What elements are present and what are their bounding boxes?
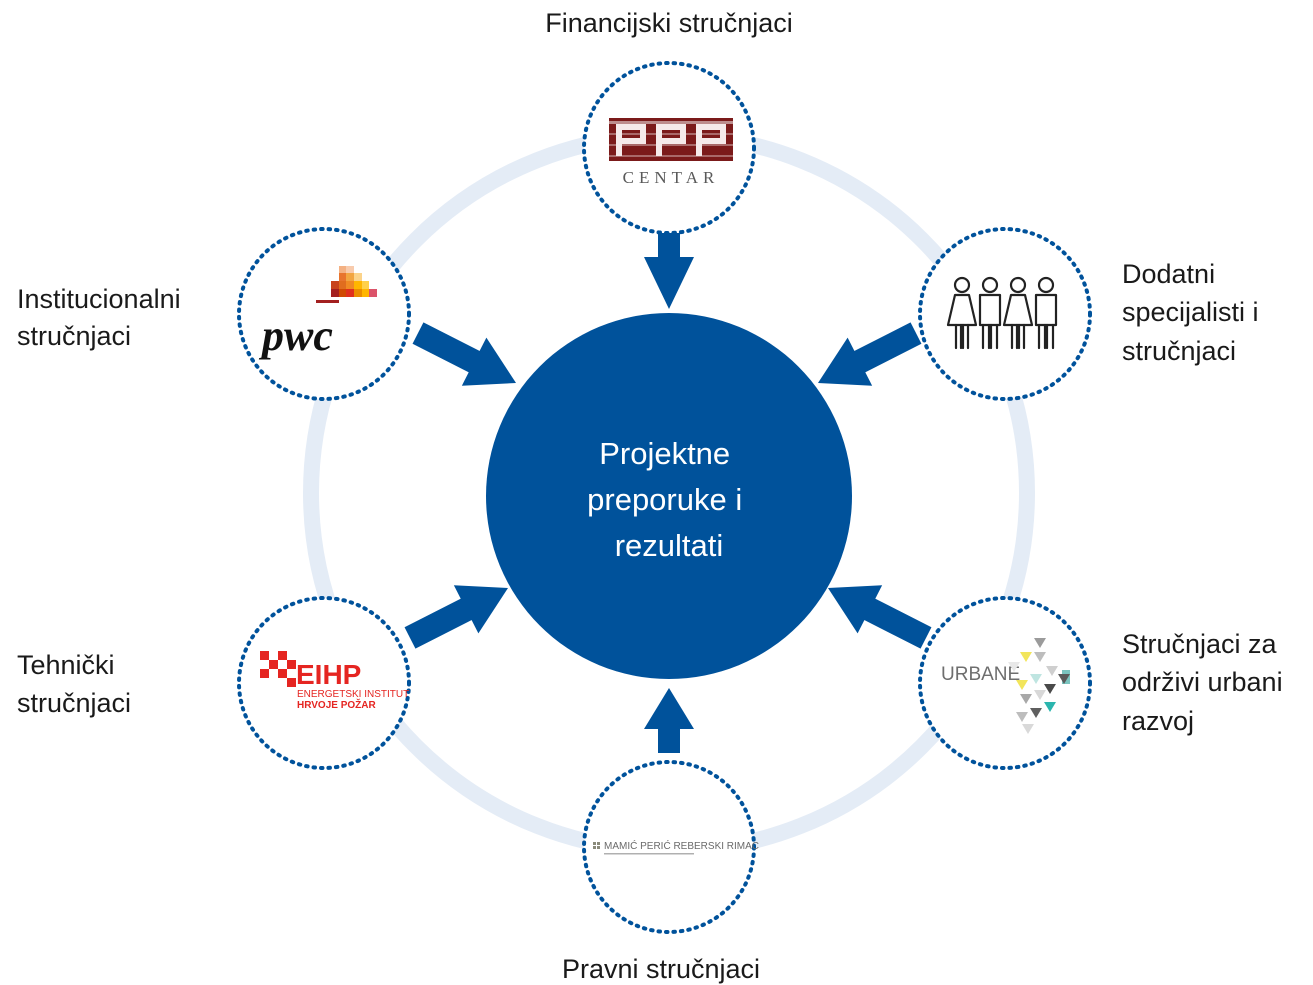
label-upper-right-1: Dodatni (1122, 259, 1215, 289)
label-lower-right-1: Stručnjaci za (1122, 629, 1278, 659)
node-bottom: MAMIĆ PERIĆ REBERSKI RIMAC (582, 760, 759, 934)
label-lower-left-1: Tehnički (17, 650, 115, 680)
label-top: Financijski stručnjaci (545, 8, 793, 38)
arrows (404, 233, 932, 753)
mprr-text: MAMIĆ PERIĆ REBERSKI RIMAC (604, 839, 759, 852)
eihp-sub-2: HRVOJE POŽAR (297, 698, 376, 711)
ppp-centar-logo: CENTAR (609, 118, 733, 187)
mprr-logo: MAMIĆ PERIĆ REBERSKI RIMAC (593, 839, 759, 855)
urbane-text: URBANE (941, 664, 1020, 685)
node-top: CENTAR (582, 61, 756, 235)
svg-text:Tehnički stručnjaci: Tehnički stručnjaci (17, 650, 131, 718)
svg-text:Pravni stručnjaci: Pravni stručnjaci (562, 954, 760, 984)
node-upper-right (918, 227, 1092, 401)
label-lower-right-2: održivi urbani (1122, 667, 1283, 697)
ppp-centar-text: CENTAR (623, 168, 720, 187)
arrow-lower-left (404, 585, 509, 649)
svg-text:Projektne preporuke i: Projektne preporuke i rezultati (587, 436, 751, 563)
arrow-upper-left (412, 322, 517, 386)
label-lower-left-2: stručnjaci (17, 688, 131, 718)
label-bottom: Pravni stručnjaci (562, 954, 760, 984)
svg-text:Institucionalni stručnjaci: Institucionalni stručnjaci (17, 284, 188, 351)
arrow-bottom (644, 688, 694, 753)
arrow-upper-right (817, 322, 922, 386)
node-lower-right: URBANE (918, 596, 1092, 770)
arrow-lower-right (827, 585, 932, 649)
urbane-logo: URBANE (941, 638, 1070, 734)
label-upper-left-1: Institucionalni (17, 284, 181, 314)
svg-text:Dodatni specijalisti i: Dodatni specijalisti i stručnjaci (1122, 259, 1266, 366)
pwc-text: pwc (258, 311, 333, 360)
eihp-sub-1: ENERGETSKI INSTITUT (297, 689, 409, 700)
node-lower-left: EIHP ENERGETSKI INSTITUT HRVOJE POŽAR (237, 596, 411, 770)
label-upper-right-3: stručnjaci (1122, 336, 1236, 366)
arrow-top (644, 233, 694, 309)
center-line-2: preporuke i (587, 482, 742, 517)
svg-text:Financijski stručnjaci: Financijski stručnjaci (545, 8, 793, 38)
eihp-text: EIHP (296, 659, 361, 690)
eihp-logo: EIHP ENERGETSKI INSTITUT HRVOJE POŽAR (260, 651, 409, 711)
pwc-logo: pwc (258, 266, 377, 360)
center-circle (486, 313, 852, 679)
svg-text:Stručnjaci za održivi urba: Stručnjaci za održivi urbani razvoj (1122, 629, 1290, 736)
node-upper-left: pwc (237, 227, 411, 401)
label-upper-left-2: stručnjaci (17, 321, 131, 351)
center-line-1: Projektne (599, 436, 730, 471)
center-line-3: rezultati (615, 528, 724, 563)
people-icon (946, 276, 1058, 350)
label-lower-right-3: razvoj (1122, 706, 1194, 736)
label-upper-right-2: specijalisti i (1122, 297, 1259, 327)
